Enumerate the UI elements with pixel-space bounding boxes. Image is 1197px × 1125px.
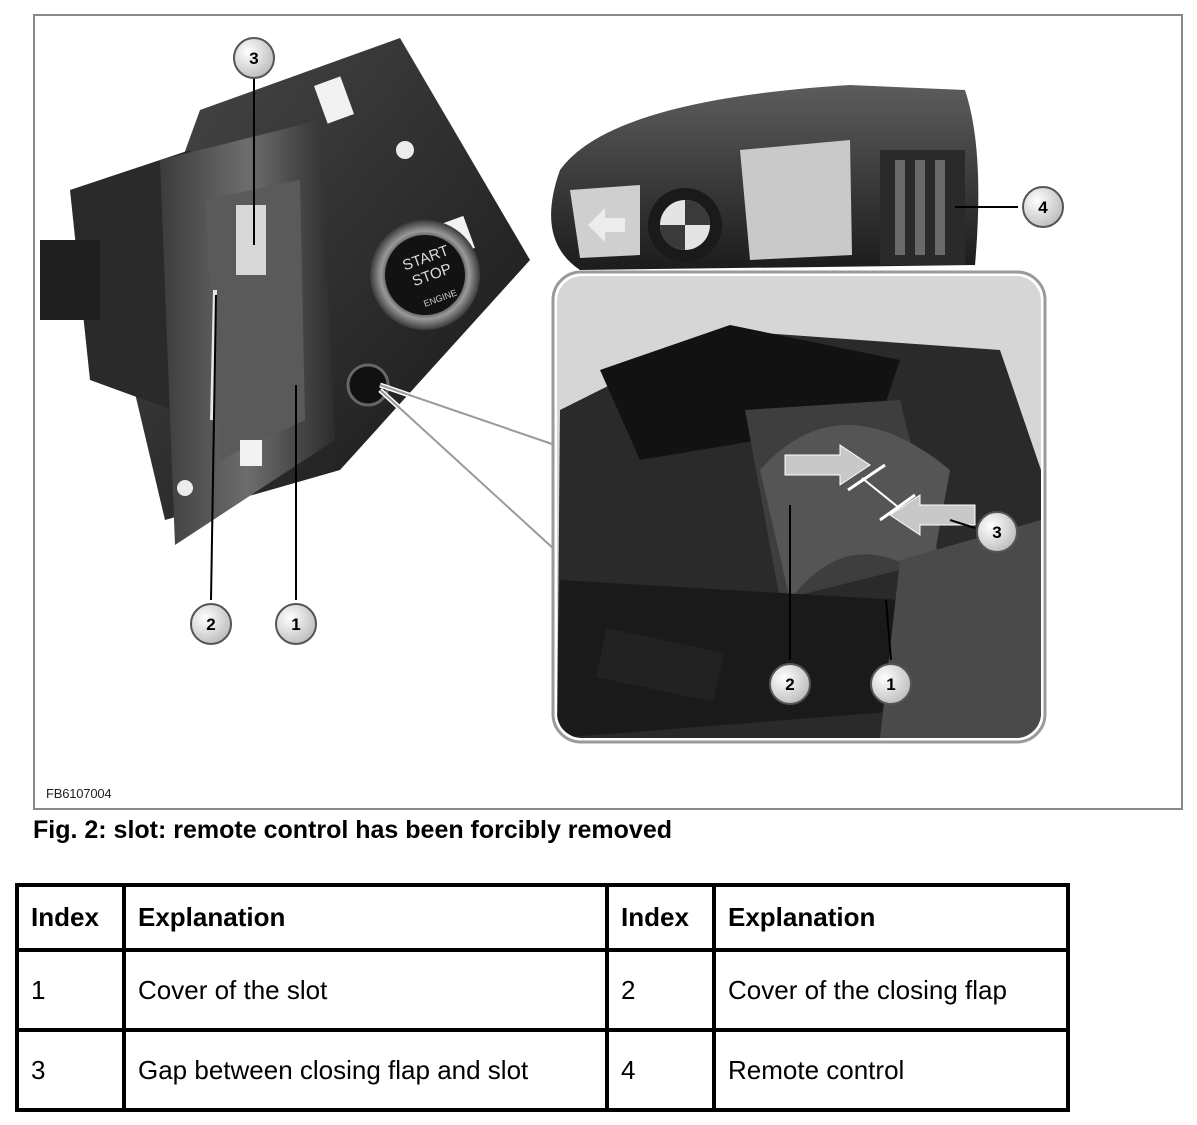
- legend-table: Index Explanation Index Explanation 1 Co…: [15, 883, 1070, 1112]
- inset-callout-2: 2: [769, 663, 811, 705]
- figure-caption: Fig. 2: slot: remote control has been fo…: [33, 816, 673, 844]
- index-cell: 3: [15, 1028, 126, 1112]
- svg-text:3: 3: [249, 49, 258, 68]
- svg-text:3: 3: [992, 523, 1001, 542]
- header-explanation: Explanation: [122, 883, 609, 952]
- svg-text:2: 2: [785, 675, 794, 694]
- header-index: Index: [605, 883, 716, 952]
- legend-header-row: Index Explanation Index Explanation: [15, 883, 1070, 952]
- explanation-cell: Gap between closing flap and slot: [122, 1028, 609, 1112]
- table-row: 3 Gap between closing flap and slot 4 Re…: [15, 1028, 1070, 1112]
- figure-code: FB6107004: [46, 786, 112, 801]
- callout-4: 4: [1022, 186, 1064, 228]
- leader-lines: [210, 78, 1018, 661]
- header-explanation: Explanation: [712, 883, 1070, 952]
- callout-3: 3: [233, 37, 275, 79]
- header-index: Index: [15, 883, 126, 952]
- inset-callout-1: 1: [870, 663, 912, 705]
- slot-assembly-drawing: [40, 38, 530, 545]
- callout-1: 1: [275, 603, 317, 645]
- svg-text:1: 1: [291, 615, 300, 634]
- index-cell: 4: [605, 1028, 716, 1112]
- inset-detail: [551, 270, 1047, 744]
- explanation-cell: Remote control: [712, 1028, 1070, 1112]
- figure-illustration: START STOP ENGINE: [40, 37, 1064, 744]
- index-cell: 2: [605, 948, 716, 1032]
- index-cell: 1: [15, 948, 126, 1032]
- svg-text:4: 4: [1038, 198, 1048, 217]
- svg-text:1: 1: [886, 675, 895, 694]
- explanation-cell: Cover of the closing flap: [712, 948, 1070, 1032]
- svg-text:2: 2: [206, 615, 215, 634]
- inset-callout-3: 3: [976, 511, 1018, 553]
- explanation-cell: Cover of the slot: [122, 948, 609, 1032]
- remote-control-drawing: [551, 85, 979, 270]
- callout-2: 2: [190, 603, 232, 645]
- table-row: 1 Cover of the slot 2 Cover of the closi…: [15, 948, 1070, 1032]
